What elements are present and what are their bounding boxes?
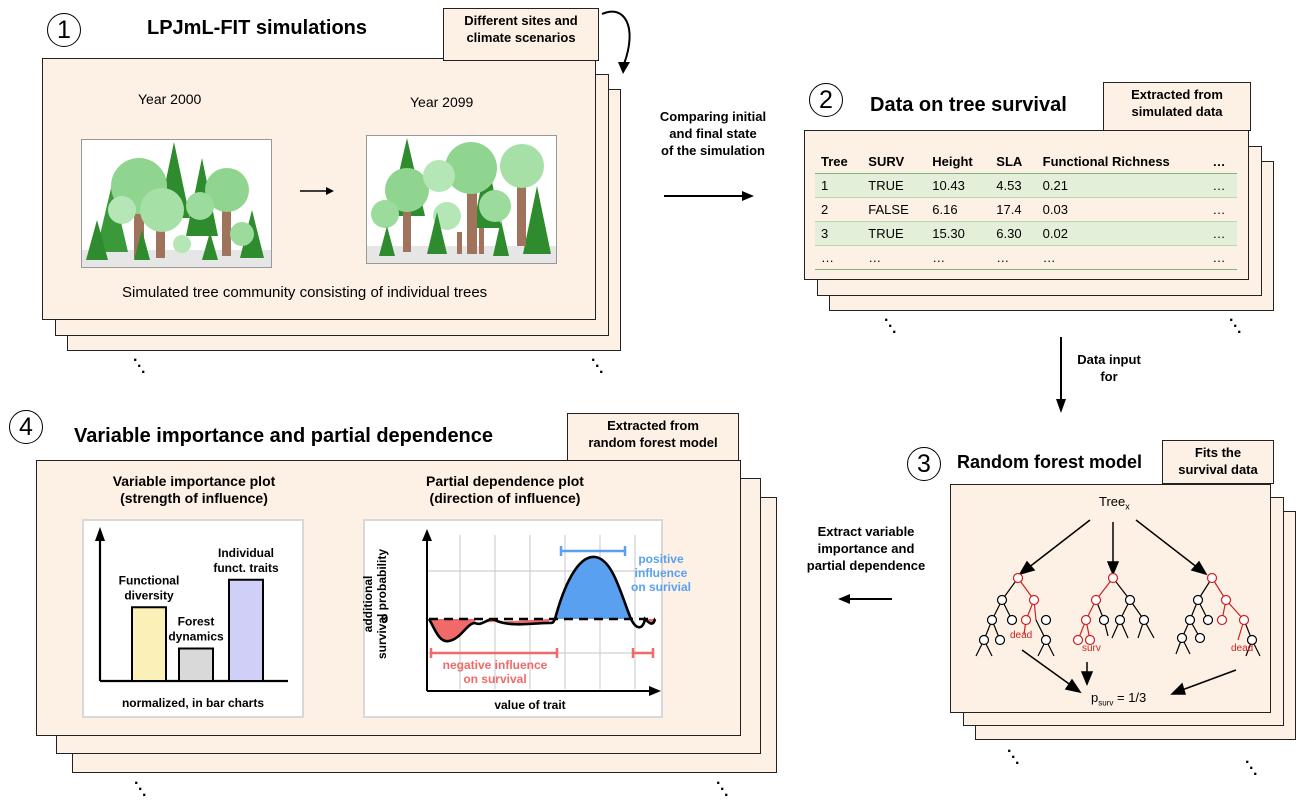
leaf-dead-label-1: dead: [1010, 630, 1033, 641]
leaf-dead-label-3: dead: [1231, 643, 1254, 654]
arrow-down-icon: [1056, 337, 1066, 413]
table-cell: …: [1206, 197, 1237, 222]
bar-individual-funct-traits: [228, 578, 264, 682]
vip-title: Variable importance plot(strength of inf…: [112, 473, 276, 506]
year-start-label: Year 2000: [138, 91, 202, 107]
table-cell: …: [1036, 245, 1207, 270]
year-end-label: Year 2099: [410, 94, 474, 110]
step2-number-badge: 2: [809, 83, 843, 117]
table-header: Functional Richness: [1036, 150, 1207, 174]
table-cell: 17.4: [990, 197, 1037, 222]
forest-2099-image: [366, 135, 557, 264]
step1-ellipsis-right: ···: [591, 352, 605, 381]
step2-title: Data on tree survival: [870, 94, 1067, 116]
arrow-left-icon: [838, 594, 892, 604]
table-cell: …: [926, 245, 991, 270]
partial-dependence-chart: [422, 529, 661, 696]
table-cell: …: [1206, 221, 1237, 246]
step1-ellipsis-left: ···: [133, 352, 147, 381]
table-header: Tree: [815, 150, 863, 174]
table-header-row: Tree SURV Height SLA Functional Richness…: [815, 150, 1237, 174]
step3-ellipsis-left: ···: [1007, 743, 1021, 772]
step3-ellipsis-right: ···: [1245, 754, 1259, 783]
survival-probability-result: psurv = 1/3: [1091, 690, 1147, 708]
step4-ellipsis-right: ···: [716, 775, 730, 804]
tree-survival-table: Tree SURV Height SLA Functional Richness…: [815, 150, 1237, 270]
table-row: … … … … … …: [815, 245, 1237, 270]
table-cell: 3: [815, 221, 863, 246]
step1-caption: Simulated tree community consisting of i…: [122, 284, 488, 301]
pdp-zero-label: 0: [381, 611, 389, 626]
step2-ellipsis-right: ···: [1229, 312, 1243, 341]
table-header: SURV: [862, 150, 927, 174]
table-cell: 0.02: [1036, 221, 1207, 246]
table-cell: 10.43: [926, 173, 991, 198]
table-cell: 0.03: [1036, 197, 1207, 222]
table-cell: …: [1206, 245, 1237, 270]
step4-number-badge: 4: [9, 410, 43, 444]
arrow-right-icon: [664, 191, 754, 201]
step3-number-badge: 3: [907, 447, 941, 481]
step3-title: Random forest model: [957, 452, 1143, 472]
leaf-surv-label-2: surv: [1082, 643, 1101, 654]
table-cell: 2: [815, 197, 863, 222]
step1-title: LPJmL-FIT simulations: [147, 17, 368, 39]
vip-footer: normalized, in bar charts: [121, 696, 265, 710]
bar-functional-diversity: [131, 606, 167, 682]
table-cell: …: [1206, 173, 1237, 198]
vip-panel: [82, 519, 304, 718]
table-cell: 15.30: [926, 221, 991, 246]
table-header: …: [1206, 150, 1237, 174]
table-row: 2 FALSE 6.16 17.4 0.03 …: [815, 197, 1237, 222]
table-header: Height: [926, 150, 991, 174]
bar-forest-dynamics: [178, 647, 214, 682]
pdp-title: Partial dependence plot(direction of inf…: [426, 473, 584, 506]
table-row: 3 TRUE 15.30 6.30 0.02 …: [815, 221, 1237, 246]
table-cell: …: [815, 245, 863, 270]
forest-2000-image: [81, 139, 272, 268]
pdp-xlabel: value of trait: [494, 698, 566, 712]
table-cell: 6.30: [990, 221, 1037, 246]
step2-ellipsis-left: ···: [884, 312, 898, 341]
time-arrow-icon: [300, 187, 334, 195]
table-row: 1 TRUE 10.43 4.53 0.21 …: [815, 173, 1237, 198]
step4-title: Variable importance and partial dependen…: [74, 425, 494, 447]
table-cell: 1: [815, 173, 863, 198]
table-cell: TRUE: [862, 173, 927, 198]
step1-number-badge: 1: [47, 13, 81, 47]
table-cell: 6.16: [926, 197, 991, 222]
step4-ellipsis-left: ···: [134, 775, 148, 804]
table-cell: …: [990, 245, 1037, 270]
loop-arrow-icon: [601, 10, 631, 74]
table-cell: …: [862, 245, 927, 270]
table-cell: 4.53: [990, 173, 1037, 198]
table-header: SLA: [990, 150, 1037, 174]
table-cell: TRUE: [862, 221, 927, 246]
random-forest-trees: [975, 519, 1261, 695]
tree-root-label: Treex: [1099, 494, 1130, 512]
table-cell: FALSE: [862, 197, 927, 222]
table-cell: 0.21: [1036, 173, 1207, 198]
